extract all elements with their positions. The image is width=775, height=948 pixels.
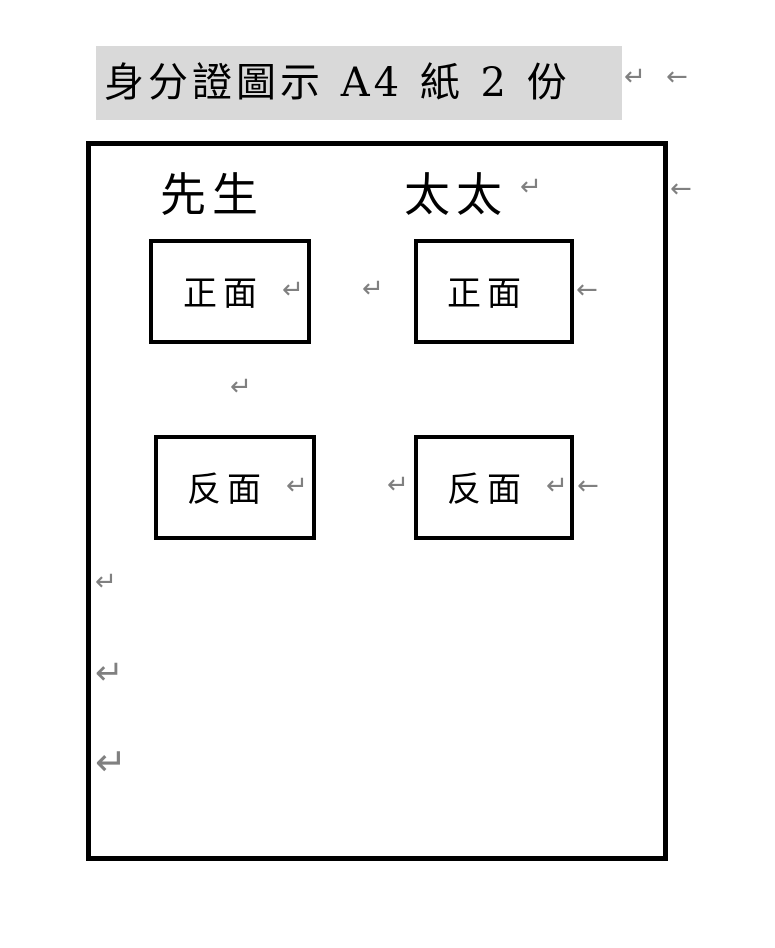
paragraph-mark: ↵ [546,471,568,501]
document-title: 身分證圖示 A4 紙 2 份 [96,46,622,120]
id-layout-frame [86,141,668,861]
paragraph-mark: ↵ [95,653,124,693]
paragraph-mark: ↵ [95,567,117,597]
husband-front-label: 正面 [183,274,263,314]
wife-back-box [414,435,574,540]
arrow-mark: ← [576,275,598,305]
arrow-mark: ← [577,471,599,501]
husband-back-box [154,435,316,540]
wife-front-box [414,239,574,344]
husband-back-label: 反面 [187,470,267,510]
paragraph-mark: ↵ [282,275,304,305]
paragraph-mark: ↵ [520,172,542,202]
column-label-husband: 先生 [160,168,264,222]
paragraph-mark: ↵ [624,62,646,92]
paragraph-mark: ↵ [362,274,384,304]
paragraph-mark: ↵ [230,372,252,402]
wife-back-label: 反面 [447,470,527,510]
paragraph-mark: ↵ [286,471,308,501]
paragraph-mark: ↵ [387,470,409,500]
arrow-mark: ← [670,174,692,204]
paragraph-mark: ↵ [95,740,127,784]
wife-front-label: 正面 [447,274,527,314]
arrow-mark: ← [666,62,688,92]
column-label-wife: 太太 [404,168,508,222]
husband-front-box [149,239,311,344]
